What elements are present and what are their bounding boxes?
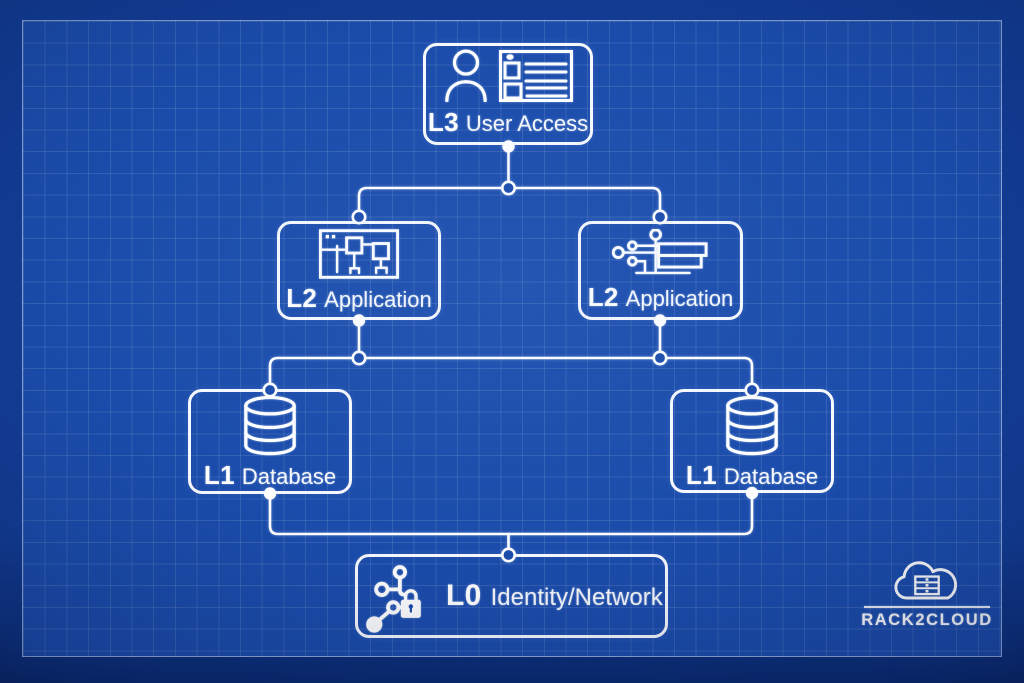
node-name: Identity/Network — [490, 584, 663, 611]
id-list-card-icon — [498, 50, 573, 102]
node-name: Database — [241, 464, 337, 489]
blueprint-grid-frame — [22, 20, 1002, 657]
logo-divider — [864, 606, 990, 608]
node-name: Application — [625, 286, 734, 311]
database-cylinder-icon — [726, 395, 778, 456]
logo-text: RACK2CLOUD — [861, 611, 993, 629]
node-name: Database — [723, 464, 819, 489]
node-level: L2 — [286, 283, 318, 313]
database-cylinder-icon — [244, 395, 296, 456]
secure-network-lock-icon — [366, 565, 421, 633]
node-level: L2 — [587, 282, 619, 312]
node-level: L3 — [427, 107, 459, 137]
node-level: L1 — [685, 460, 717, 490]
node-l0-identity-network: L0 Identity/Network — [355, 554, 668, 638]
app-window-plan-icon — [319, 229, 399, 279]
circuit-connector-icon — [612, 229, 708, 275]
node-label: L0 Identity/Network — [446, 581, 663, 611]
node-name: Application — [324, 287, 432, 312]
node-level: L0 — [446, 579, 482, 612]
cloud-server-rack-icon — [894, 561, 958, 600]
rack2cloud-logo: RACK2CLOUD — [860, 555, 994, 630]
node-level: L1 — [203, 460, 235, 490]
user-icon — [444, 49, 487, 102]
node-name: User Access — [465, 111, 589, 136]
